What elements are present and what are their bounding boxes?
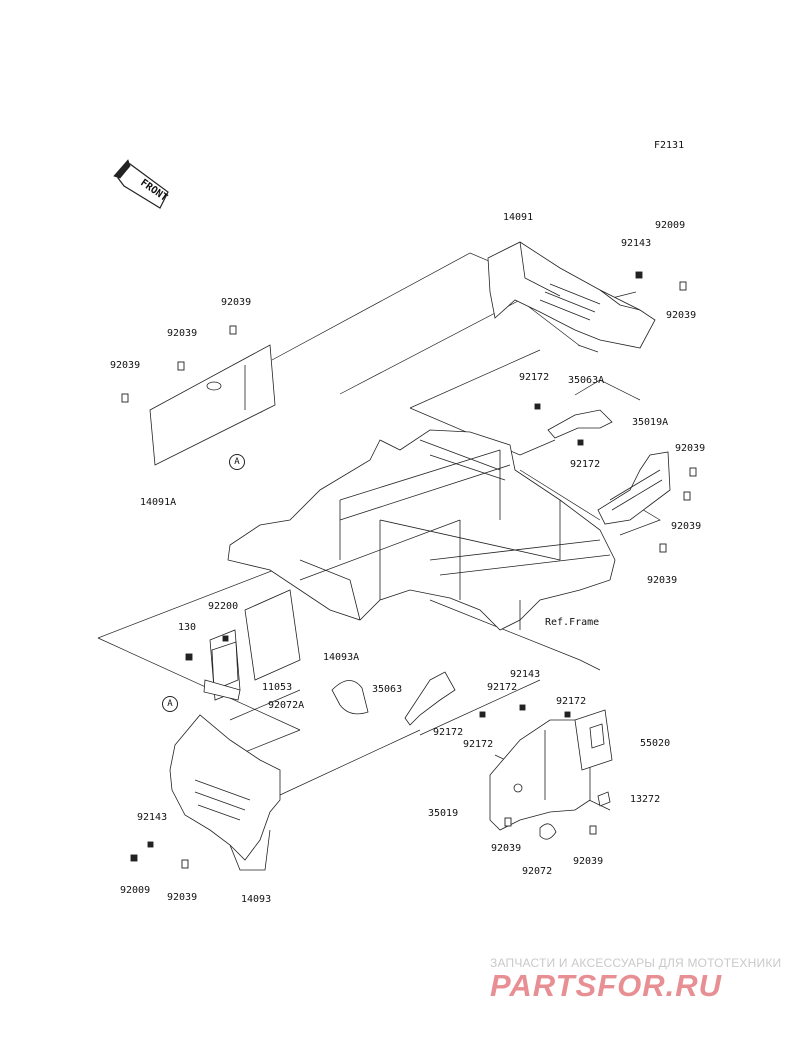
guard-14091-shape [487, 241, 656, 349]
label-92009-bl[interactable]: 92009 [120, 885, 151, 896]
label-92172-e[interactable]: 92172 [433, 727, 464, 738]
clip-92072A-shape [331, 680, 369, 715]
bracket-35019A-shape [597, 451, 671, 525]
label-92172-c[interactable]: 92172 [487, 682, 518, 693]
label-92039-left1[interactable]: 92039 [221, 297, 252, 308]
label-92172-a[interactable]: 92172 [519, 372, 550, 383]
label-92200[interactable]: 92200 [208, 601, 239, 612]
label-92072A[interactable]: 92072A [268, 700, 305, 711]
label-92039-b2[interactable]: 92039 [573, 856, 604, 867]
label-92172-d[interactable]: 92172 [556, 696, 587, 707]
label-14091[interactable]: 14091 [503, 212, 534, 223]
bolt-icons [121, 271, 697, 869]
front-arrow-icon [113, 159, 169, 209]
label-92039-r3[interactable]: 92039 [647, 575, 678, 586]
watermark-tagline: ЗАПЧАСТИ И АКСЕССУАРЫ ДЛЯ МОТОТЕХНИКИ [490, 956, 782, 970]
watermark-brand: PARTSFOR.RU [490, 968, 723, 1003]
label-14093[interactable]: 14093 [241, 894, 272, 905]
label-35063[interactable]: 35063 [372, 684, 403, 695]
bracket-35063-shape [404, 671, 456, 726]
label-92072[interactable]: 92072 [522, 866, 553, 877]
bracket-35019-shape [489, 709, 613, 831]
guard-14093-shape [169, 714, 281, 871]
label-14091A[interactable]: 14091A [140, 497, 177, 508]
label-92039-bl[interactable]: 92039 [167, 892, 198, 903]
label-92172-b[interactable]: 92172 [570, 459, 601, 470]
label-92039-left2[interactable]: 92039 [167, 328, 198, 339]
panel-14093A-shape [203, 589, 301, 701]
label-92172-f[interactable]: 92172 [463, 739, 494, 750]
callout-a-upper: A [229, 454, 245, 470]
callout-a-lower: A [162, 696, 178, 712]
label-130[interactable]: 130 [178, 622, 197, 633]
figure-code: F2131 [654, 140, 685, 151]
panel-14091A-shape [149, 344, 276, 466]
label-92039-r1[interactable]: 92039 [675, 443, 706, 454]
clip-13272-shape [597, 791, 611, 807]
label-35019[interactable]: 35019 [428, 808, 459, 819]
label-92039-r2[interactable]: 92039 [671, 521, 702, 532]
label-92039-b1[interactable]: 92039 [491, 843, 522, 854]
ref-frame-label[interactable]: Ref.Frame [545, 617, 600, 628]
label-11053[interactable]: 11053 [262, 682, 293, 693]
label-35063A[interactable]: 35063A [568, 375, 605, 386]
label-92039-top-right[interactable]: 92039 [666, 310, 697, 321]
label-92143-bl[interactable]: 92143 [137, 812, 168, 823]
label-92009-top[interactable]: 92009 [655, 220, 686, 231]
label-35019A[interactable]: 35019A [632, 417, 669, 428]
label-92143-top[interactable]: 92143 [621, 238, 652, 249]
label-92039-left3[interactable]: 92039 [110, 360, 141, 371]
frame-shape [227, 429, 616, 631]
label-55020[interactable]: 55020 [640, 738, 671, 749]
label-13272[interactable]: 13272 [630, 794, 661, 805]
bracket-35063A-shape [547, 409, 613, 439]
label-92143-mid[interactable]: 92143 [510, 669, 541, 680]
label-14093A[interactable]: 14093A [323, 652, 360, 663]
clip-92072-shape [539, 823, 557, 840]
